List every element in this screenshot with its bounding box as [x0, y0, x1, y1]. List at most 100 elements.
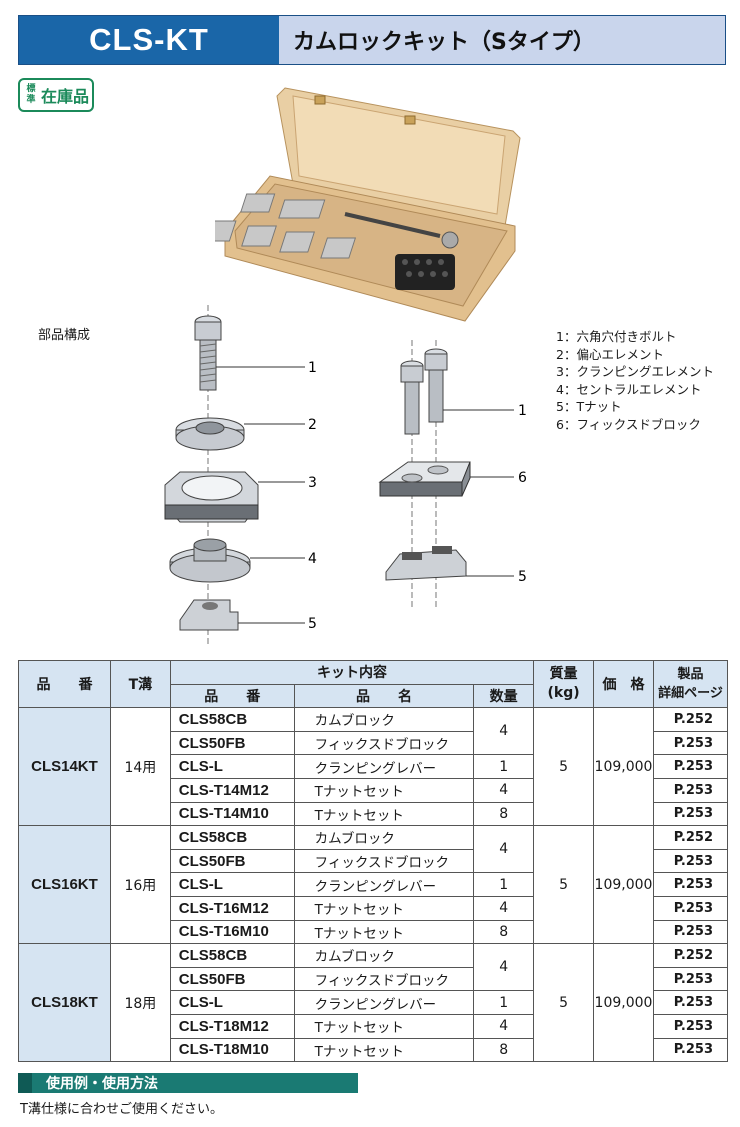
part-name-cell: Tナットセット [293, 895, 475, 921]
header-model: 品 番 [18, 659, 111, 709]
price-cell: 109,000 [593, 943, 654, 1063]
header-weight: 質量 (kg) [533, 659, 595, 709]
model-cell: CLS14KT [18, 707, 111, 827]
model-cell: CLS16KT [18, 825, 111, 945]
part-name-cell: カムブロック [293, 707, 475, 732]
detail-page-cell: P.253 [653, 966, 728, 992]
fixed-block [378, 461, 471, 497]
part-number-cell: CLS-T14M12 [169, 777, 295, 803]
slot-cell: 18用 [109, 943, 171, 1063]
part-number-cell: CLS-T18M12 [169, 1013, 295, 1039]
header-name: 品 名 [293, 683, 475, 709]
detail-page-cell: P.253 [653, 754, 728, 779]
t-nut-left [179, 599, 239, 631]
usage-text: T溝仕様に合わせご使用ください。 [20, 1102, 223, 1117]
part-number-cell: CLS-L [169, 754, 295, 779]
qty-cell: 1 [473, 990, 535, 1015]
detail-page-cell: P.253 [653, 1037, 728, 1063]
model-cell: CLS18KT [18, 943, 111, 1063]
stock-badge: 標準 在庫品 [18, 78, 94, 112]
legend-item-1: 1：六角穴付きボルト [556, 329, 677, 344]
part-number-cell: CLS58CB [169, 707, 295, 732]
detail-page-cell: P.253 [653, 777, 728, 803]
price-cell: 109,000 [593, 825, 654, 945]
part-number-cell: CLS50FB [169, 966, 295, 992]
part-name-cell: クランピングレバー [293, 872, 475, 897]
legend-item-2: 2：偏心エレメント [556, 346, 664, 362]
part-number-cell: CLS-L [169, 990, 295, 1015]
legend-item-3: 3：クランピングエレメント [556, 364, 714, 379]
weight-cell: 5 [533, 825, 595, 945]
qty-cell: 8 [473, 801, 535, 827]
product-title: カムロックキット（Sタイプ） [279, 16, 725, 64]
qty-cell: 4 [473, 825, 535, 874]
part-number-cell: CLS-L [169, 872, 295, 897]
bolts-right [400, 348, 448, 435]
part-name-cell: Tナットセット [293, 919, 475, 945]
exploded-diagram: 1 2 3 4 5 1 6 5 [164, 305, 527, 645]
part-name-cell: クランピングレバー [293, 754, 475, 779]
diagram-label-1: 1 [308, 360, 317, 376]
part-number-cell: CLS-T16M10 [169, 919, 295, 945]
diagram-label-4: 4 [308, 551, 317, 567]
weight-cell: 5 [533, 707, 595, 827]
spec-table: 品 番 T溝 キット内容 質量 (kg) 価 格 製品 詳細ページ 品 番 品 … [18, 659, 728, 1063]
part-number-cell: CLS-T16M12 [169, 895, 295, 921]
clamping-element [164, 471, 259, 523]
header-price: 価 格 [593, 659, 654, 709]
header-qty: 数量 [473, 683, 535, 709]
qty-cell: 4 [473, 707, 535, 756]
legend-item-5: 5：Tナット [556, 399, 622, 414]
detail-page-cell: P.253 [653, 1013, 728, 1039]
qty-cell: 4 [473, 777, 535, 803]
part-number-cell: CLS50FB [169, 848, 295, 874]
product-photo [215, 87, 521, 322]
detail-page-cell: P.252 [653, 825, 728, 850]
part-name-cell: クランピングレバー [293, 990, 475, 1015]
part-name-cell: Tナットセット [293, 1037, 475, 1063]
diagram-label-r5: 5 [518, 569, 527, 585]
header-page: 製品 詳細ページ [653, 659, 728, 709]
central-element [169, 538, 251, 583]
stock-badge-label: 在庫品 [41, 87, 90, 106]
qty-cell: 1 [473, 872, 535, 897]
parts-label: 部品構成 [38, 328, 91, 343]
detail-page-cell: P.252 [653, 707, 728, 732]
diagram-label-5: 5 [308, 616, 317, 632]
diagram-label-r6: 6 [518, 470, 527, 486]
detail-page-cell: P.252 [653, 943, 728, 968]
qty-cell: 4 [473, 895, 535, 921]
legend-item-4: 4：セントラルエレメント [556, 381, 702, 397]
bolt-left [194, 315, 222, 391]
qty-cell: 1 [473, 754, 535, 779]
detail-page-cell: P.253 [653, 848, 728, 874]
part-name-cell: Tナットセット [293, 1013, 475, 1039]
usage-heading: 使用例・使用方法 [18, 1073, 358, 1093]
part-name-cell: カムブロック [293, 943, 475, 968]
diagram-label-2: 2 [308, 417, 317, 433]
legend-item-6: 6：フィックスドブロック [556, 416, 701, 432]
part-name-cell: Tナットセット [293, 801, 475, 827]
header-slot: T溝 [109, 659, 171, 709]
qty-cell: 8 [473, 919, 535, 945]
part-number-cell: CLS58CB [169, 943, 295, 968]
part-number-cell: CLS58CB [169, 825, 295, 850]
price-cell: 109,000 [593, 707, 654, 827]
part-number-cell: CLS-T18M10 [169, 1037, 295, 1063]
detail-page-cell: P.253 [653, 990, 728, 1015]
qty-cell: 4 [473, 943, 535, 992]
parts-legend: 1：六角穴付きボルト 2：偏心エレメント 3：クランピングエレメント 4：セント… [556, 328, 714, 433]
weight-cell: 5 [533, 943, 595, 1063]
page-header: CLS-KT カムロックキット（Sタイプ） [18, 15, 726, 65]
detail-page-cell: P.253 [653, 872, 728, 897]
header-kit: キット内容 [169, 660, 535, 685]
t-nuts-right [385, 546, 467, 581]
product-code: CLS-KT [19, 16, 279, 64]
